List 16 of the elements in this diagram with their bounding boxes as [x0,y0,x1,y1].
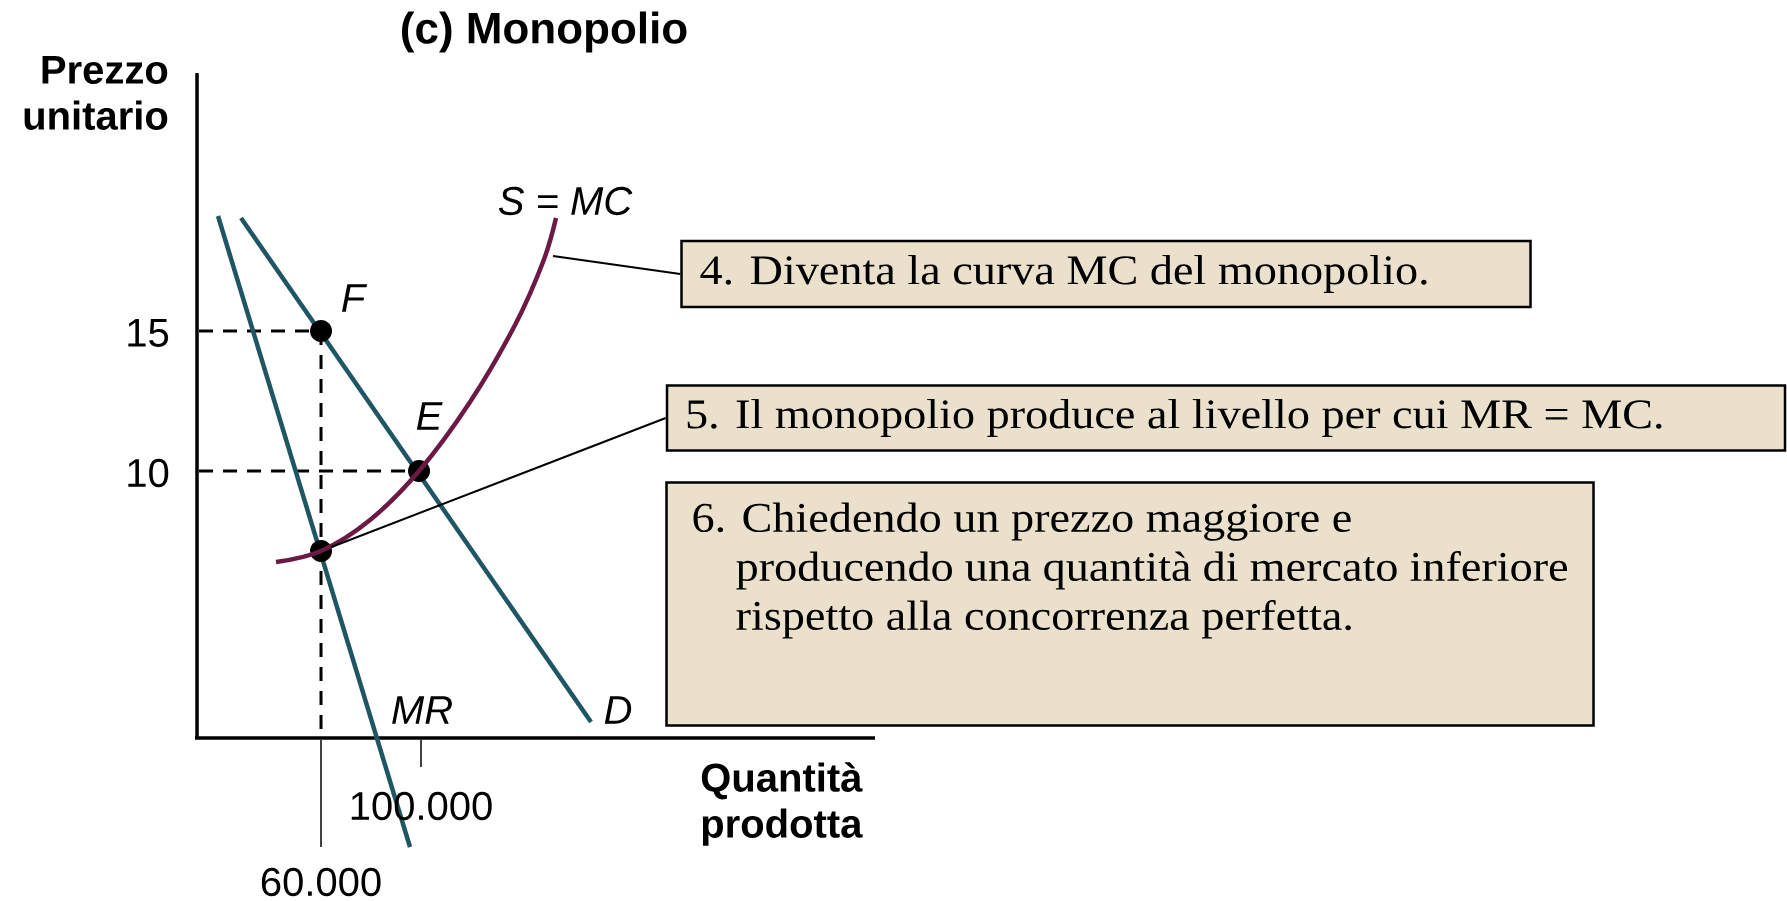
leader-line [552,255,682,275]
leader-line [330,417,667,548]
note-box: 6. Chiedendo un prezzo maggiore e producendo una quantità di mercato inferiore rispetto alla concorrenza perfetta. [665,481,1595,727]
point-label: E [416,402,443,430]
tick-label: 15 [128,319,169,347]
note-box: 5. Il monopolio produce al livello per cui MR = MC. [665,384,1787,452]
cost-curve [275,217,559,565]
chart-title: (c) Monopolio [402,11,687,53]
point-label: F [342,284,368,312]
tick-label: 10 [128,458,169,488]
curve-label: MR [392,696,452,724]
axis-title: Prezzo unitario [24,56,168,130]
tick-label: 60.000 [261,867,381,897]
axis-title: Quantità prodotta [701,762,863,846]
curve-label: S = MC [498,186,633,216]
note-box: 4. Diventa la curva MC del monopolio. [680,239,1532,309]
